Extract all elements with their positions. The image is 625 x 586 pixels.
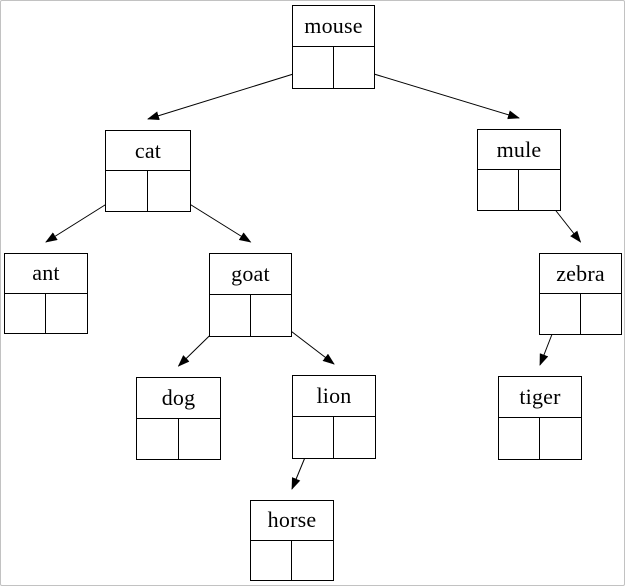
right-pointer-cell — [519, 170, 560, 210]
right-pointer-cell — [334, 47, 375, 88]
pointer-row — [210, 295, 291, 336]
edge-mouse-left-to-cat — [147, 67, 313, 121]
pointer-row — [478, 170, 560, 210]
right-pointer-cell — [334, 417, 375, 458]
pointer-row — [540, 294, 621, 334]
left-pointer-cell — [5, 293, 46, 333]
node-label-tiger: tiger — [499, 377, 581, 418]
right-pointer-cell — [179, 419, 221, 460]
left-pointer-cell — [478, 170, 519, 210]
right-pointer-cell — [581, 294, 622, 334]
tree-node-lion: lion — [292, 375, 376, 459]
node-label-goat: goat — [210, 254, 291, 295]
tree-node-goat: goat — [209, 253, 292, 337]
pointer-row — [293, 417, 375, 458]
tree-node-horse: horse — [250, 500, 334, 581]
tree-node-mouse: mouse — [292, 5, 375, 89]
edge-mouse-right-to-mule — [354, 67, 520, 120]
node-label-mule: mule — [478, 130, 560, 170]
node-label-dog: dog — [137, 378, 220, 419]
tree-node-ant: ant — [4, 253, 88, 334]
left-pointer-cell — [251, 540, 292, 580]
left-pointer-cell — [499, 418, 540, 459]
left-pointer-cell — [210, 295, 251, 336]
node-label-ant: ant — [5, 254, 87, 294]
pointer-row — [106, 171, 190, 211]
right-pointer-cell — [251, 295, 292, 336]
right-pointer-cell — [46, 294, 87, 334]
pointer-row — [293, 47, 374, 88]
pointer-row — [499, 418, 581, 459]
pointer-row — [251, 540, 333, 581]
node-label-zebra: zebra — [540, 254, 621, 294]
right-pointer-cell — [292, 541, 333, 581]
left-pointer-cell — [540, 294, 581, 334]
left-pointer-cell — [106, 171, 148, 211]
node-label-horse: horse — [251, 501, 333, 541]
pointer-row — [137, 418, 221, 460]
node-label-lion: lion — [293, 376, 375, 417]
right-pointer-cell — [540, 418, 581, 459]
node-label-mouse: mouse — [293, 6, 374, 47]
tree-node-tiger: tiger — [498, 376, 582, 460]
tree-node-mule: mule — [477, 129, 561, 211]
left-pointer-cell — [293, 417, 334, 458]
tree-node-dog: dog — [136, 377, 221, 460]
left-pointer-cell — [293, 47, 334, 88]
pointer-row — [5, 293, 87, 334]
left-pointer-cell — [137, 418, 179, 459]
tree-node-zebra: zebra — [539, 253, 622, 335]
node-label-cat: cat — [106, 131, 190, 171]
right-pointer-cell — [148, 171, 190, 211]
tree-node-cat: cat — [105, 130, 191, 212]
